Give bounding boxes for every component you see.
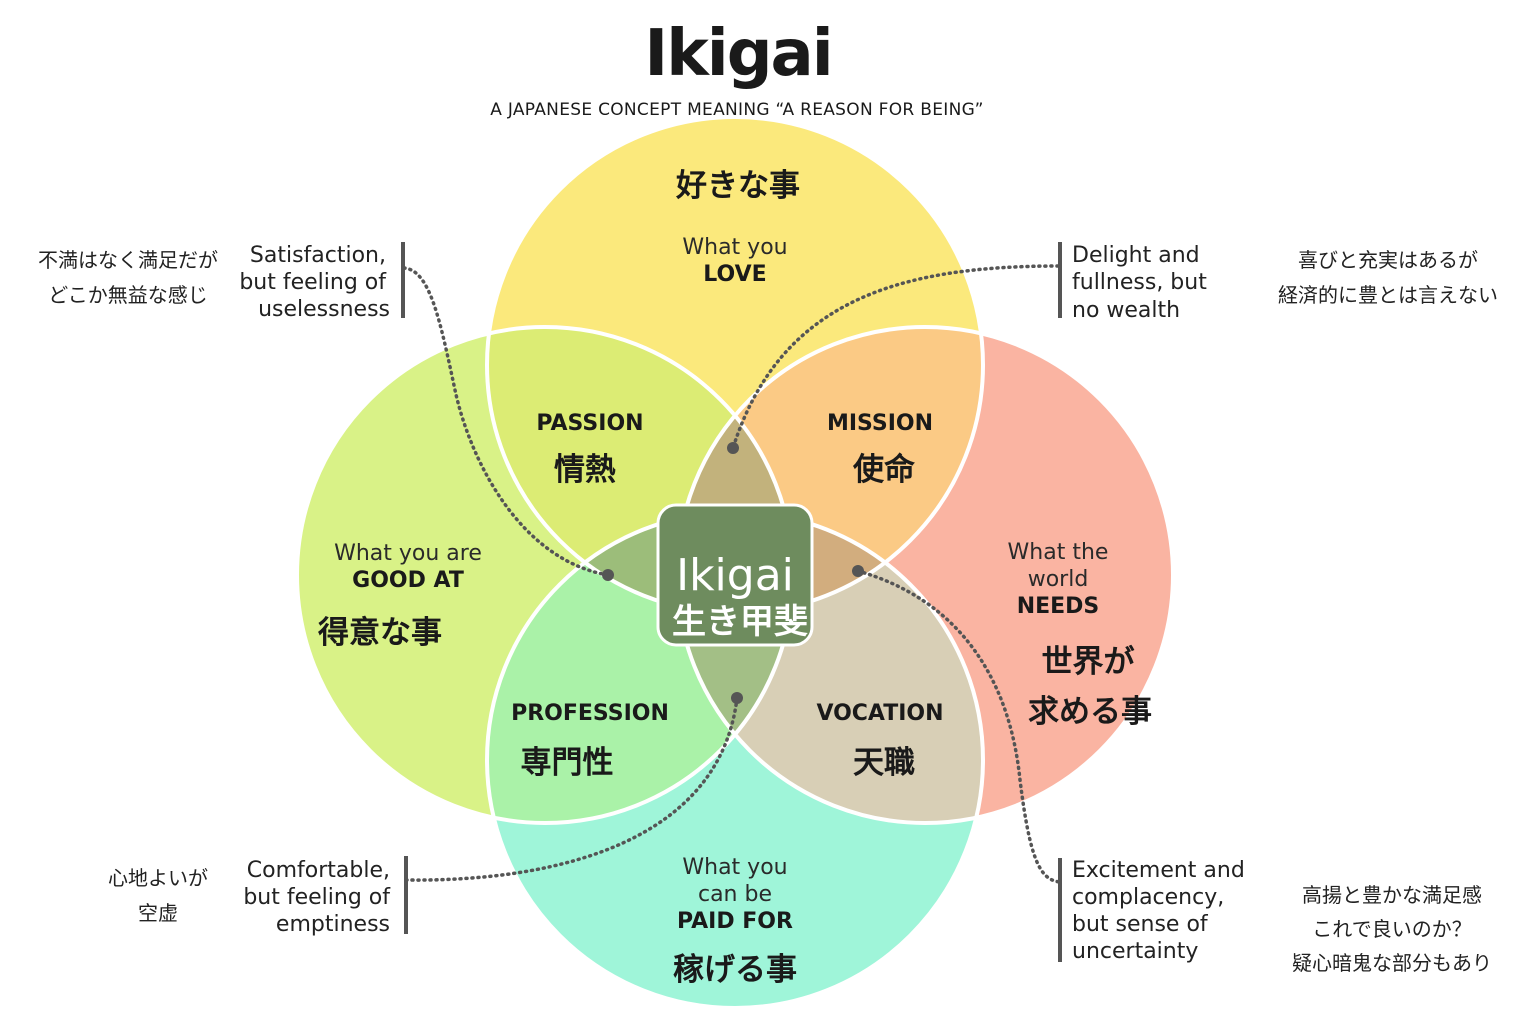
note-bl-line3: emptiness	[276, 912, 390, 937]
note-tr-jp1: 喜びと充実はあるが	[1298, 248, 1478, 272]
note-tl-jp1: 不満はなく満足だが	[38, 248, 218, 272]
note-tr-line3: no wealth	[1072, 298, 1180, 323]
note-tl-line2: but feeling of	[239, 270, 387, 295]
note-br-line1: Excitement and	[1072, 858, 1245, 883]
note-bl-jp2: 空虚	[138, 901, 178, 925]
vocation-label: VOCATION	[816, 701, 943, 726]
note-tr-line2: fullness, but	[1072, 270, 1207, 295]
center-jp: 生き甲斐	[672, 602, 808, 642]
dot-bottom-left	[731, 692, 743, 704]
profession-jp: 専門性	[521, 745, 614, 781]
dot-top-right	[727, 442, 739, 454]
note-bl-line2: but feeling of	[243, 885, 391, 910]
connector-bottom-left	[404, 696, 739, 882]
dot-top-left	[602, 569, 614, 581]
connector-top-left	[402, 266, 610, 577]
paid-line3: PAID FOR	[677, 909, 793, 934]
note-tl-jp2: どこか無益な感じ	[48, 283, 207, 307]
note-tl-line1: Satisfaction,	[250, 243, 386, 268]
love-jp: 好きな事	[675, 168, 800, 204]
note-br-jp3: 疑心暗鬼な部分もあり	[1292, 951, 1492, 975]
paid-line1: What you	[682, 855, 787, 880]
love-line2: LOVE	[703, 262, 766, 287]
passion-label: PASSION	[536, 411, 643, 436]
love-line1: What you	[682, 235, 787, 260]
note-bl-jp1: 心地よいが	[108, 866, 208, 890]
good-at-line2: GOOD AT	[352, 568, 464, 593]
note-br-line3: but sense of	[1072, 912, 1209, 937]
needs-line2: world	[1028, 567, 1089, 592]
vocation-jp: 天職	[853, 745, 915, 781]
needs-jp2: 求める事	[1028, 694, 1152, 730]
good-at-line1: What you are	[334, 541, 482, 566]
good-at-jp: 得意な事	[317, 615, 442, 651]
connector-bottom-right	[856, 569, 1062, 884]
page-subtitle: A JAPANESE CONCEPT MEANING “A REASON FOR…	[490, 100, 984, 120]
center-box	[656, 503, 814, 647]
connector-top-right	[731, 264, 1060, 450]
note-bl-line1: Comfortable,	[247, 858, 390, 883]
mission-label: MISSION	[827, 411, 933, 436]
passion-jp: 情熱	[554, 452, 616, 488]
note-tr-jp2: 経済的に豊とは言えない	[1278, 283, 1498, 307]
note-tl-line3: uselessness	[258, 297, 390, 322]
note-tr-line1: Delight and	[1072, 243, 1200, 268]
profession-label: PROFESSION	[511, 701, 669, 726]
dot-bottom-right	[852, 565, 864, 577]
page-title: Ikigai	[644, 17, 831, 91]
note-br-line2: complacency,	[1072, 885, 1224, 910]
needs-line1: What the	[1008, 540, 1109, 565]
note-br-jp1: 高揚と豊かな満足感	[1302, 883, 1482, 907]
note-br-jp2: これで良いのか？	[1312, 917, 1471, 941]
needs-line3: NEEDS	[1017, 594, 1100, 619]
center-label: Ikigai	[676, 550, 794, 601]
note-br-line4: uncertainty	[1072, 939, 1198, 964]
needs-jp1: 世界が	[1042, 644, 1135, 680]
mission-jp: 使命	[852, 452, 916, 488]
paid-jp: 稼げる事	[673, 952, 797, 988]
paid-line2: can be	[698, 882, 772, 907]
